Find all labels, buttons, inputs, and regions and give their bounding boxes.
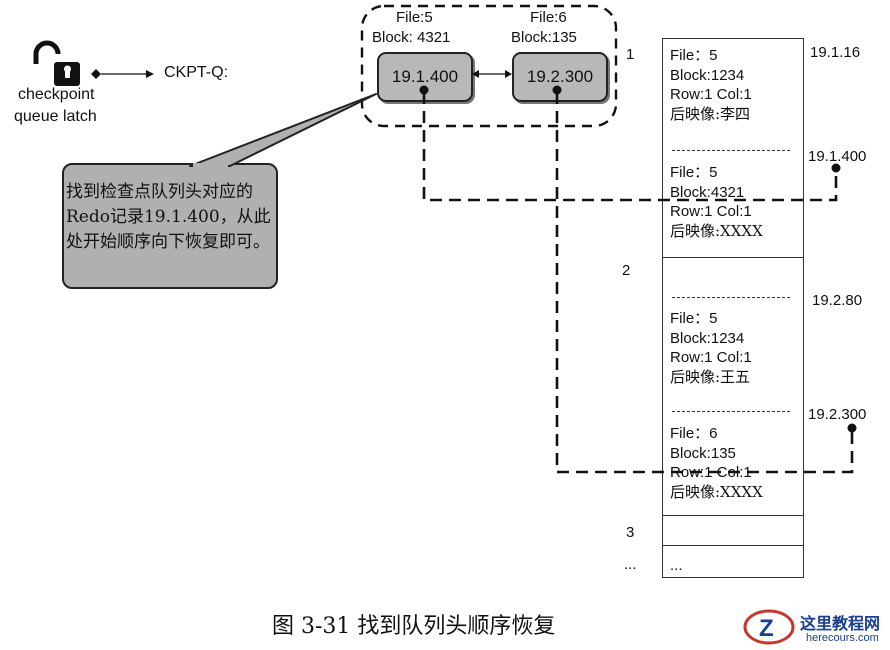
node2-rba: 19.2.300 [526,67,594,86]
log-group-label: 1 [626,46,635,63]
record-rowcol: Row:1 Col:1 [670,349,752,366]
watermark-cn: 这里教程网 [800,614,881,633]
record-rowcol: Row:1 Col:1 [670,86,752,103]
log-group-divider-2 [663,515,803,516]
node1-file: File:5 [396,9,433,26]
log-group-label: ... [624,556,637,573]
record-file: File：6 [670,425,718,442]
record-after-image: 后映像:李四 [670,104,751,123]
record-file: File：5 [670,310,718,327]
log-group-label: 3 [626,524,635,541]
record-after-image: 后映像:XXXX [670,482,763,501]
rba-label: 19.1.400 [808,148,867,165]
record-after-image: 后映像:王五 [670,367,751,386]
record-block: Block:135 [670,444,736,462]
node2-file: File:6 [530,9,567,26]
log-record-19-2-80: File：5 Block:1234 Row:1 Col:1 后映像:王五 [670,309,752,387]
record-block: Block:1234 [670,329,745,347]
redo-log-column [662,38,804,578]
record-separator [672,297,790,298]
latch-label-line2: queue latch [14,108,97,125]
rba-label: 19.1.16 [810,44,861,61]
buffer-node-19-2-300: 19.2.300 [512,52,608,102]
log-group-divider-1 [663,257,803,258]
latch-label-line1: checkpoint [18,86,95,103]
node1-rba: 19.1.400 [391,67,459,86]
record-after-image: 后映像:XXXX [670,221,763,240]
ckpt-queue-label: CKPT-Q: [164,64,229,81]
node2-block: Block:135 [511,29,577,46]
checkpoint-queue-box [360,4,618,128]
svg-text:Z: Z [759,615,774,642]
callout-text: 找到检查点队列头对应的Redo记录19.1.400，从此处开始顺序向下恢复即可。 [66,182,271,252]
record-block: Block:1234 [670,66,745,84]
record-file: File：5 [670,164,718,181]
node-link-arrow [472,70,512,78]
record-file: File：5 [670,47,718,64]
unlocked-padlock-icon [33,40,80,86]
log-record-19-1-400: File：5 Block:4321 Row:1 Col:1 后映像:XXXX [670,163,763,241]
log-record-19-2-300: File：6 Block:135 Row:1 Col:1 后映像:XXXX [670,424,763,502]
record-block: Block:4321 [670,183,745,201]
log-ellipsis: ... [670,557,683,574]
log-group-label: 2 [622,262,631,279]
figure-caption: 图 3-31 找到队列头顺序恢复 [272,614,556,639]
record-separator [672,411,790,412]
log-record-19-1-16: File：5 Block:1234 Row:1 Col:1 后映像:李四 [670,46,752,124]
watermark-logo-icon: Z [743,609,795,645]
record-rowcol: Row:1 Col:1 [670,203,752,220]
latch-arrow [91,69,154,79]
rba-label: 19.2.300 [808,406,867,423]
node1-block: Block: 4321 [372,29,451,46]
log-group-divider-3 [663,545,803,546]
rba-label: 19.2.80 [812,292,863,309]
record-separator [672,150,790,151]
watermark-en: herecours.com [806,632,879,644]
